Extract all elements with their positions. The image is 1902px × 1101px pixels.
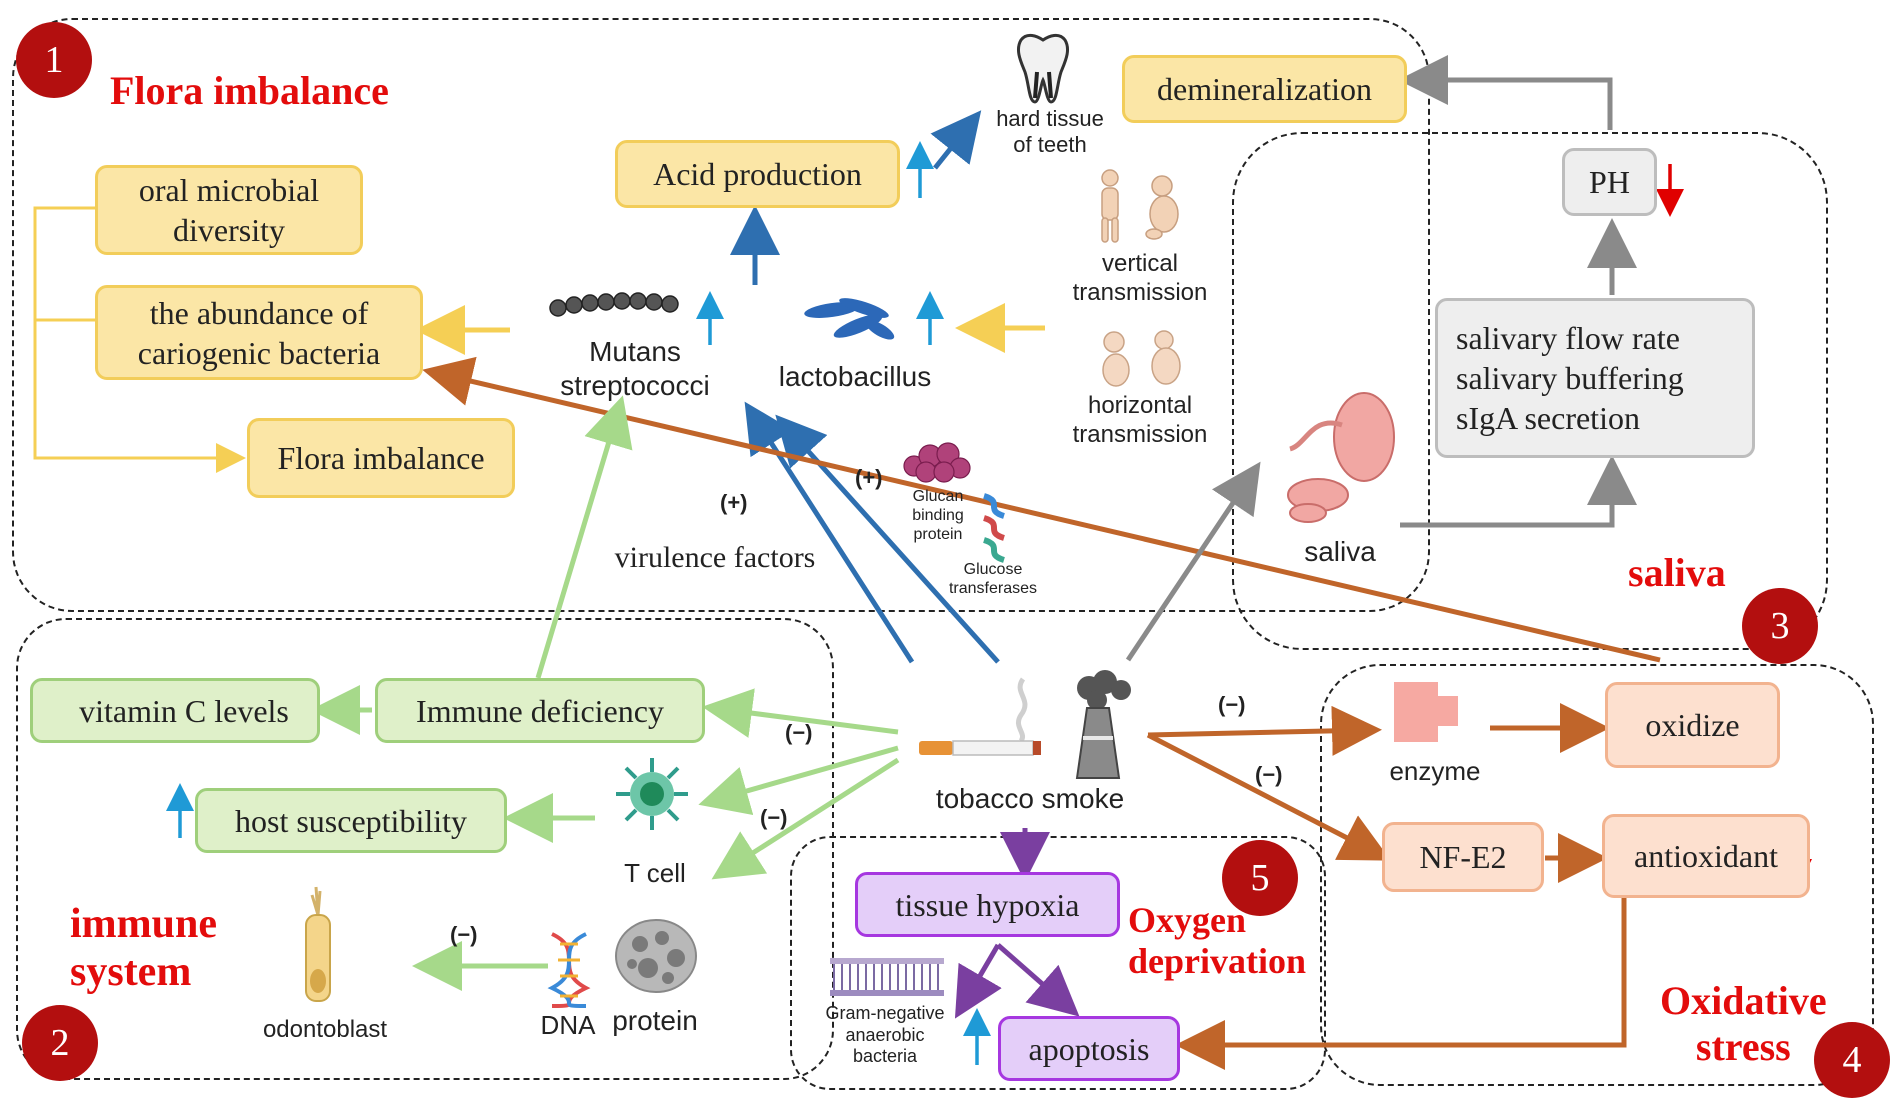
infant-figure-icon <box>1101 169 1179 243</box>
node-vitamin-c-levels: vitamin C levels <box>30 678 320 743</box>
dna-icon <box>547 932 591 1008</box>
section-title-immune: immune system <box>70 901 217 996</box>
node-oxidize: oxidize <box>1605 682 1780 768</box>
odontoblast-icon <box>305 886 331 1002</box>
cigarette-icon <box>919 677 1041 756</box>
node-antioxidant: antioxidant <box>1602 814 1810 898</box>
streptococci-chain-icon <box>549 292 679 317</box>
node-host-susceptibility: host susceptibility <box>195 788 507 853</box>
node-saliva-properties: salivary flow rate salivary buffering sI… <box>1435 298 1755 458</box>
green-arrows <box>310 395 900 991</box>
mark-plus-glucan: (+) <box>855 465 883 490</box>
label-gram-negative-bacteria: Gram-negative anaerobic bacteria <box>825 1003 945 1067</box>
label-glucan-binding-protein: Glucan binding protein <box>912 488 964 544</box>
mark-minus-enzyme: (−) <box>1218 692 1246 717</box>
label-protein: protein <box>612 1005 698 1036</box>
label-enzyme: enzyme <box>1389 756 1481 786</box>
section-title-oxidative: Oxidative stress <box>1660 978 1827 1069</box>
mark-minus-odontoblast: (−) <box>450 922 478 947</box>
mark-minus-tcell: (−) <box>760 805 788 830</box>
label-glucose-transferases: Glucose transferases <box>948 561 1038 598</box>
gray-arrows <box>1125 55 1637 662</box>
section-number-badge-5: 5 <box>1222 840 1298 916</box>
section-title-oxygen: Oxygen deprivation <box>1128 900 1307 982</box>
zone-saliva <box>1232 132 1828 650</box>
label-hard-tissue: hard tissue of teeth <box>996 106 1104 158</box>
tooth-icon <box>1017 33 1069 104</box>
label-odontoblast: odontoblast <box>262 1016 388 1043</box>
node-ph: PH <box>1562 148 1657 216</box>
factory-smoke-icon <box>1075 670 1131 779</box>
glucan-protein-icon <box>903 442 971 483</box>
gram-negative-bacteria-icon <box>830 958 944 996</box>
lactobacillus-icon <box>804 298 895 340</box>
node-tissue-hypoxia: tissue hypoxia <box>855 872 1120 937</box>
label-saliva: saliva <box>1304 536 1376 567</box>
label-t-cell: T cell <box>624 858 686 888</box>
node-acid-production: Acid production <box>615 140 900 208</box>
section-number-badge-2: 2 <box>22 1005 98 1081</box>
mark-minus-immune: (−) <box>785 720 813 745</box>
zone-oxygen-deprivation <box>790 836 1326 1090</box>
label-dna: DNA <box>540 1010 596 1040</box>
t-cell-icon <box>616 758 688 830</box>
section-title-flora: Flora imbalance <box>110 68 389 113</box>
enzyme-icon <box>1394 682 1458 742</box>
label-virulence-factors: virulence factors <box>614 541 816 574</box>
mark-minus-nfe2: (−) <box>1255 762 1283 787</box>
label-mutans-streptococci: Mutans streptococci <box>560 336 710 401</box>
node-oral-microbial-diversity: oral microbial diversity <box>95 165 363 255</box>
section-number-badge-1: 1 <box>16 22 92 98</box>
section-title-saliva: saliva <box>1628 550 1726 595</box>
zone-flora-imbalance <box>12 18 1430 612</box>
node-demineralization: demineralization <box>1122 55 1407 123</box>
label-lactobacillus: lactobacillus <box>778 361 932 392</box>
node-nf-e2: NF-E2 <box>1382 822 1544 892</box>
orange-arrows <box>422 356 1661 1070</box>
node-cariogenic-bacteria: the abundance of cariogenic bacteria <box>95 285 423 380</box>
node-immune-deficiency: Immune deficiency <box>375 678 705 743</box>
protein-icon <box>615 919 697 993</box>
purple-arrows <box>954 828 1080 1019</box>
label-horizontal-transmission: horizontal transmission <box>1072 392 1208 448</box>
zone-immune-system <box>16 618 834 1080</box>
label-vertical-transmission: vertical transmission <box>1072 250 1208 306</box>
section-number-badge-3: 3 <box>1742 588 1818 664</box>
flora-bracket-arrows <box>33 206 1045 473</box>
node-flora-imbalance: Flora imbalance <box>247 418 515 498</box>
section-number-badge-4: 4 <box>1814 1022 1890 1098</box>
glucose-transferase-icon <box>982 493 1006 563</box>
label-tobacco-smoke: tobacco smoke <box>935 783 1125 814</box>
mark-plus-virulence: (+) <box>720 490 748 515</box>
infant-figure-icon <box>1102 330 1181 387</box>
node-apoptosis: apoptosis <box>998 1016 1180 1081</box>
salivary-gland-icon <box>1287 392 1395 523</box>
